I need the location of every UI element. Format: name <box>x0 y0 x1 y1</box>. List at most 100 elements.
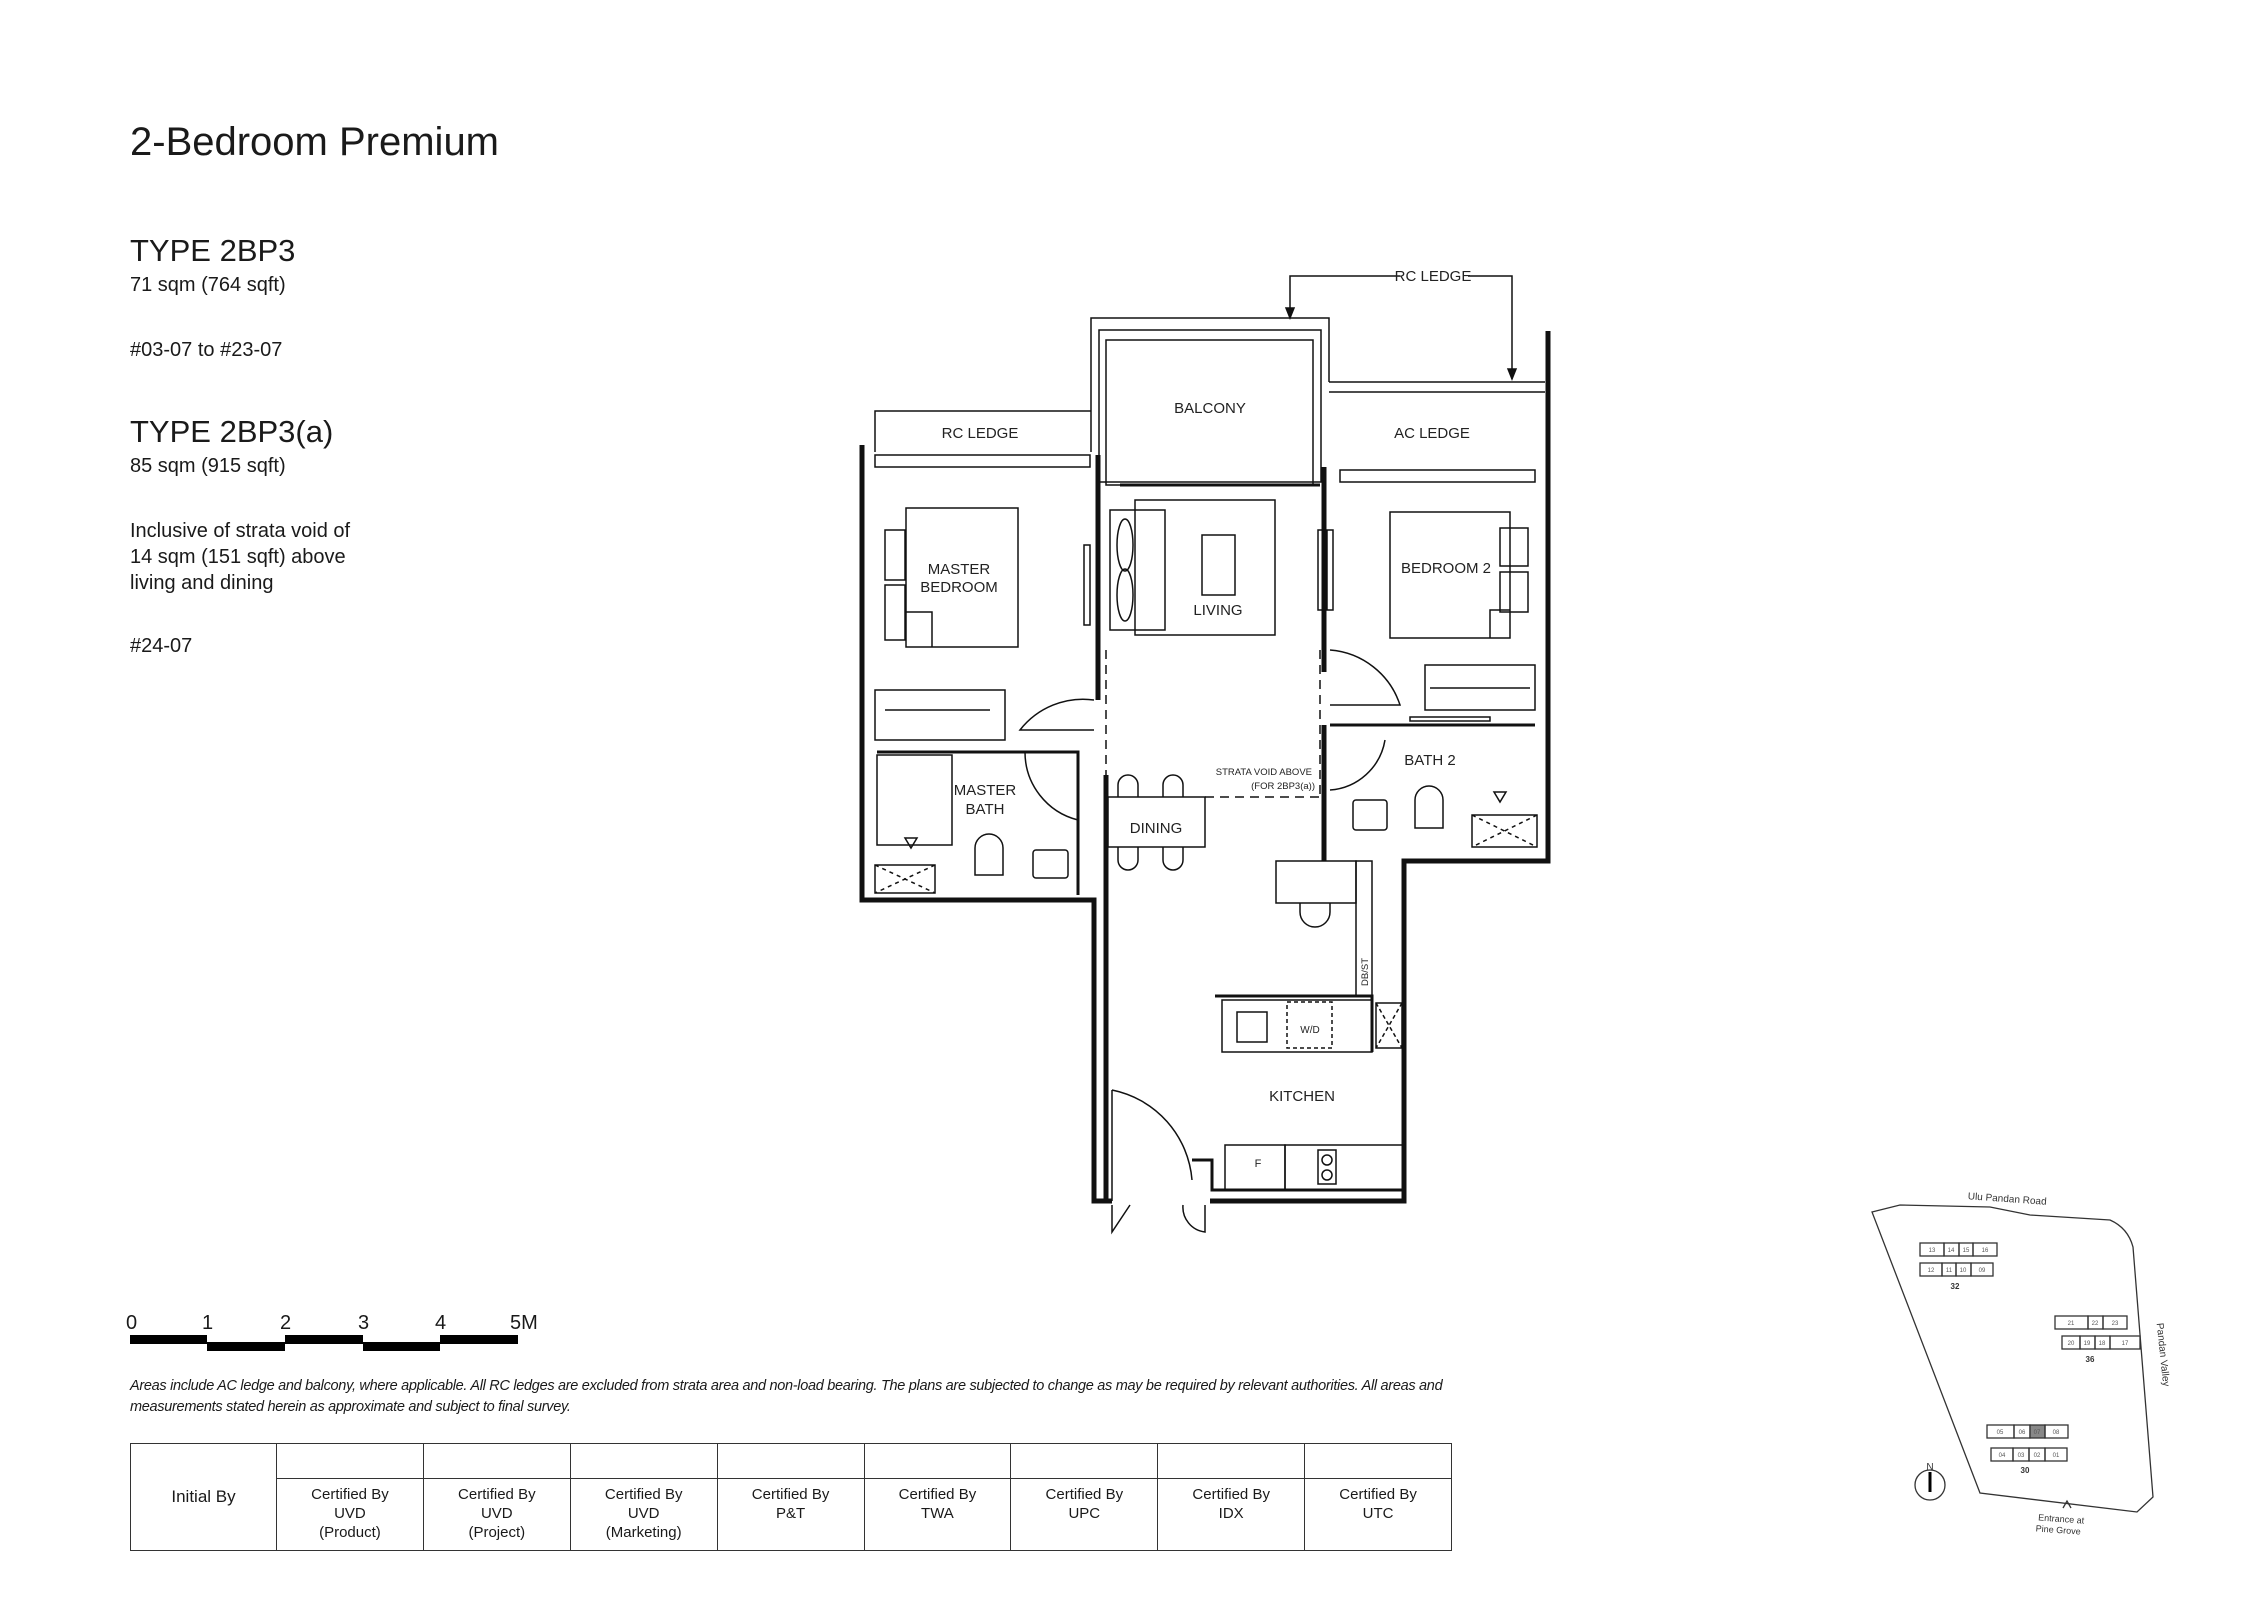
svg-text:09: 09 <box>1979 1268 1986 1274</box>
strata-void-outline <box>1105 650 1321 798</box>
living-rug <box>1134 499 1276 636</box>
signature-cell <box>1010 1443 1159 1479</box>
svg-text:12: 12 <box>1928 1268 1935 1274</box>
svg-text:15: 15 <box>1963 1248 1970 1254</box>
signature-cell <box>1304 1443 1452 1479</box>
label-master-bedroom: BEDROOM <box>920 579 998 596</box>
door-swing <box>1329 739 1386 791</box>
washer-dryer <box>1286 1001 1333 1049</box>
block-32 <box>1919 1242 1998 1277</box>
scale-label: 4 <box>435 1312 447 1334</box>
outer-wall <box>859 445 1112 1204</box>
label-entrance: Pine Grove <box>2035 1523 2081 1536</box>
label-wd: W/D <box>1300 1025 1319 1036</box>
label-rc-ledge-left: RC LEDGE <box>942 425 1019 442</box>
label-dining: DINING <box>1130 820 1183 837</box>
label-master-bath: MASTER <box>954 782 1017 799</box>
basin-icon <box>1352 799 1388 831</box>
block-number: 36 <box>2086 1355 2095 1364</box>
scale-label: 5M <box>510 1312 538 1334</box>
signature-cell <box>1157 1443 1306 1479</box>
svg-text:10: 10 <box>1960 1268 1967 1274</box>
signature-cell <box>276 1443 424 1479</box>
footnote: Areas include AC ledge and balcony, wher… <box>130 1378 1443 1415</box>
svg-text:16: 16 <box>1982 1248 1989 1254</box>
initial-by-cell: Initial By <box>130 1443 277 1551</box>
master-wardrobe <box>874 689 1006 741</box>
shower-icon <box>1471 814 1538 848</box>
label-ulu-pandan-road: Ulu Pandan Road <box>1967 1191 2047 1207</box>
callout-line <box>1468 275 1513 379</box>
callout-arrow-icon <box>1284 307 1518 382</box>
scale-label: 2 <box>280 1312 292 1334</box>
floor-trap-icon <box>903 791 1508 850</box>
svg-text:01: 01 <box>2053 1453 2060 1459</box>
sink-icon <box>1236 1011 1268 1043</box>
svg-text:20: 20 <box>2068 1341 2075 1347</box>
kitchen-wall <box>1192 1158 1404 1192</box>
svg-text:22: 22 <box>2092 1321 2099 1327</box>
svg-text:17: 17 <box>2122 1341 2129 1347</box>
label-ac-ledge: AC LEDGE <box>1394 425 1470 442</box>
label-balcony: BALCONY <box>1174 400 1246 417</box>
svg-text:21: 21 <box>2068 1321 2075 1327</box>
scale-label: 1 <box>202 1312 214 1334</box>
svg-text:23: 23 <box>2112 1321 2119 1327</box>
label-strata-void: STRATA VOID ABOVE <box>1216 767 1312 778</box>
site-boundary <box>1871 1204 2154 1513</box>
type-units: #24-07 <box>130 635 193 657</box>
entry-door <box>1111 1089 1193 1201</box>
svg-text:18: 18 <box>2099 1341 2106 1347</box>
svg-text:02: 02 <box>2034 1453 2041 1459</box>
signature-cell <box>569 1443 718 1479</box>
kitchen-counter <box>1221 999 1373 1053</box>
door-swing <box>1024 751 1079 821</box>
svg-text:06: 06 <box>2019 1430 2026 1436</box>
stove-counter <box>1284 1144 1405 1191</box>
label-entrance: Entrance at <box>2038 1512 2085 1525</box>
db-st-cabinet <box>1355 860 1373 997</box>
compass-icon <box>1914 1469 1946 1501</box>
strata-note: Inclusive of strata void of 14 sqm (151 … <box>130 518 350 596</box>
type-name: TYPE 2BP3(a) <box>130 414 334 449</box>
toilet-icon <box>974 833 1004 876</box>
block-number: 32 <box>1951 1282 1960 1291</box>
burner-icon <box>1321 1169 1333 1181</box>
scale-label: 0 <box>126 1312 138 1334</box>
outer-wall <box>1210 331 1551 1204</box>
rc-ledge-left <box>874 410 1091 452</box>
label-strata-void: (FOR 2BP3(a)) <box>1251 781 1315 792</box>
svg-text:04: 04 <box>1999 1453 2006 1459</box>
master-bed <box>905 507 1019 648</box>
balcony-outline <box>1098 329 1322 483</box>
page-title: 2-Bedroom Premium <box>130 120 500 164</box>
toilet-icon <box>1414 785 1444 829</box>
floor-plan <box>859 275 1551 1235</box>
room-labels: RC LEDGE RC LEDGE BALCONY AC LEDGE MASTE… <box>920 268 1491 1170</box>
label-db-st: DB/ST <box>1360 958 1371 986</box>
label-rc-ledge-top: RC LEDGE <box>1395 268 1472 285</box>
master-bath-wall <box>877 750 1080 895</box>
scale-bar <box>130 1335 518 1351</box>
dining-chair <box>1117 774 1184 797</box>
dining-chair <box>1117 847 1184 871</box>
door-swing <box>1329 649 1402 706</box>
signature-cell <box>422 1443 571 1479</box>
block-number: 30 <box>2021 1466 2030 1475</box>
callout-line <box>1289 275 1400 318</box>
label-north: N <box>1926 1462 1933 1473</box>
basin-icon <box>1032 849 1069 879</box>
label-living: LIVING <box>1193 602 1242 619</box>
type-name: TYPE 2BP3 <box>130 233 296 268</box>
type-area: 71 sqm (764 sqft) <box>130 274 286 296</box>
svg-text:14: 14 <box>1948 1248 1955 1254</box>
sofa <box>1109 509 1166 631</box>
label-pandan-valley: Pandan Valley <box>2154 1322 2172 1387</box>
type-units: #03-07 to #23-07 <box>130 339 283 361</box>
